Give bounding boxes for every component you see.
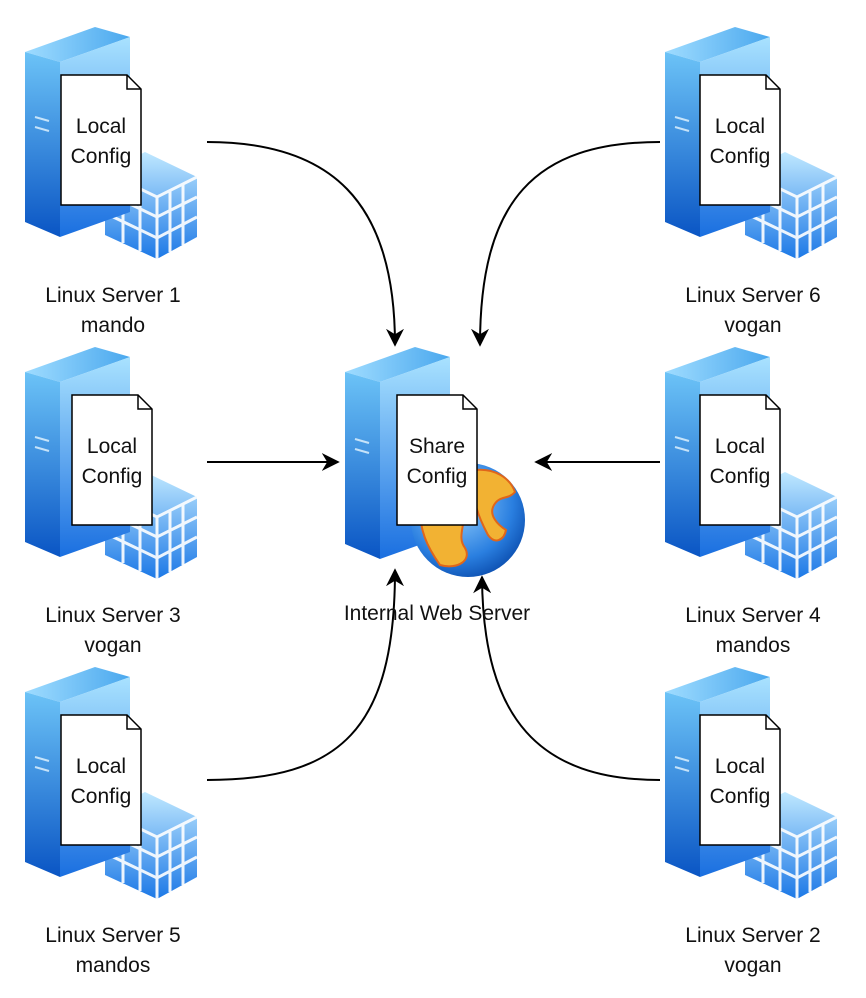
server-name-label: Linux Server 5: [45, 924, 180, 947]
internal-web-server-label: Internal Web Server: [344, 602, 530, 625]
doc-line-2: Config: [407, 465, 468, 488]
server-name-label: Linux Server 6: [685, 284, 820, 307]
server-group-label: vogan: [724, 314, 781, 337]
doc-line-2: Config: [710, 145, 771, 168]
share-config-document: Share Config: [396, 394, 478, 526]
server-name-label: Linux Server 2: [685, 924, 820, 947]
arrow-server6-to-web: [471, 141, 661, 347]
doc-line-2: Config: [710, 465, 771, 488]
arrow-server5-to-web: [206, 568, 404, 781]
doc-line-2: Config: [71, 145, 132, 168]
doc-line-1: Local: [87, 435, 137, 458]
linux-server-4-node[interactable]: Local Config Linux Server 4 mandos: [663, 345, 839, 657]
server-name-label: Linux Server 1: [45, 284, 180, 307]
server-name-label: Linux Server 4: [685, 604, 821, 627]
local-config-document: Local Config: [699, 714, 781, 846]
linux-server-3-node[interactable]: Local Config Linux Server 3 vogan: [23, 345, 199, 657]
server-group-label: mandos: [716, 634, 791, 657]
doc-line-1: Local: [715, 755, 765, 778]
local-config-document: Local Config: [71, 394, 153, 526]
doc-line-2: Config: [710, 785, 771, 808]
doc-line-1: Share: [409, 435, 465, 458]
server-group-label: mandos: [76, 954, 151, 977]
local-config-document: Local Config: [699, 394, 781, 526]
local-config-document: Local Config: [699, 74, 781, 206]
doc-line-1: Local: [76, 115, 126, 138]
local-config-document: Local Config: [60, 74, 142, 206]
doc-line-2: Config: [71, 785, 132, 808]
server-group-label: vogan: [84, 634, 141, 657]
arrow-server2-to-web: [473, 575, 661, 781]
local-config-document: Local Config: [60, 714, 142, 846]
server-name-label: Linux Server 3: [45, 604, 180, 627]
server-group-label: mando: [81, 314, 145, 337]
connectors: [206, 141, 661, 781]
doc-line-1: Local: [715, 115, 765, 138]
doc-line-1: Local: [715, 435, 765, 458]
doc-line-1: Local: [76, 755, 126, 778]
server-group-label: vogan: [724, 954, 781, 977]
arrow-server1-to-web: [206, 141, 404, 347]
linux-server-2-node[interactable]: Local Config Linux Server 2 vogan: [663, 665, 839, 977]
linux-server-1-node[interactable]: Local Config Linux Server 1 mando: [23, 25, 199, 337]
linux-server-5-node[interactable]: Local Config Linux Server 5 mandos: [23, 665, 199, 977]
internal-web-server-node[interactable]: Share Config Internal Web Server: [344, 347, 530, 625]
doc-line-2: Config: [82, 465, 143, 488]
linux-server-6-node[interactable]: Local Config Linux Server 6 vogan: [663, 25, 839, 337]
